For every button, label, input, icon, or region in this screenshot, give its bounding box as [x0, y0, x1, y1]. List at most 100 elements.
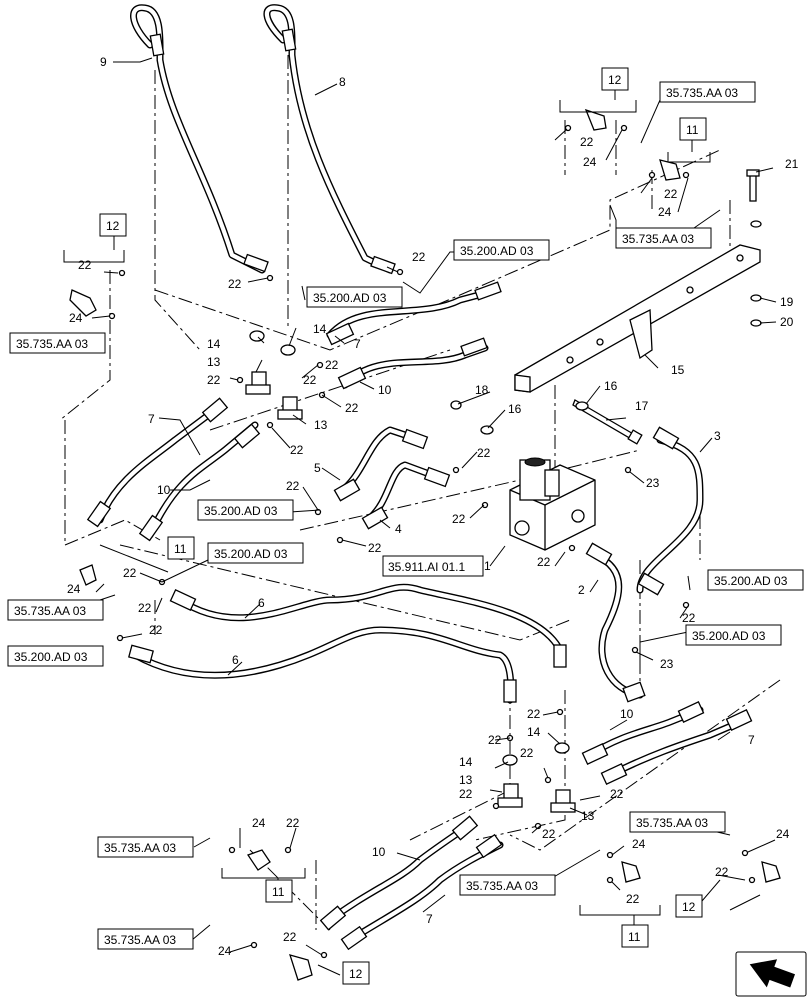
label-22: 22: [325, 358, 339, 372]
part-labels: 9 8 22 22 22 24 14 14 13 22 22 22 7 10 2…: [67, 55, 799, 958]
label-24: 24: [252, 816, 266, 830]
svg-text:35.735.AA 03: 35.735.AA 03: [104, 933, 176, 947]
svg-text:12: 12: [682, 900, 696, 914]
hose-5: [333, 426, 429, 502]
ref-aa03-bottom-left[interactable]: 35.735.AA 03: [97, 836, 194, 858]
label-22: 22: [207, 373, 221, 387]
label-9: 9: [100, 55, 107, 69]
washer-18: [450, 400, 462, 410]
svg-text:35.200.AD 03: 35.200.AD 03: [14, 650, 88, 664]
hose-3: [636, 426, 704, 596]
label-21: 21: [785, 157, 799, 171]
group-11-box-mid: 11: [167, 536, 195, 560]
group-12-box-bottom-left: 12: [342, 961, 370, 985]
next-page-arrow-icon[interactable]: [735, 951, 807, 997]
label-17: 17: [635, 399, 649, 413]
label-14: 14: [313, 322, 327, 336]
svg-text:35.735.AA 03: 35.735.AA 03: [104, 841, 176, 855]
label-22: 22: [290, 443, 304, 457]
svg-text:35.200.AD 03: 35.200.AD 03: [313, 291, 387, 305]
ref-ad03-right-2[interactable]: 35.200.AD 03: [685, 624, 782, 646]
label-10: 10: [157, 483, 171, 497]
label-22: 22: [626, 892, 640, 906]
group-brackets: [63, 85, 761, 976]
ref-aa03-bottom-center[interactable]: 35.735.AA 03: [459, 874, 556, 896]
label-22: 22: [286, 479, 300, 493]
tee-fitting-13-lower-right: [550, 789, 576, 813]
ref-ad03-lower-left[interactable]: 35.200.AD 03: [7, 645, 104, 667]
group-11-box-bottom-left: 11: [265, 879, 293, 903]
label-14: 14: [207, 337, 221, 351]
hose-4: [361, 461, 451, 530]
ref-aa03-top-right[interactable]: 35.735.AA 03: [615, 227, 712, 249]
ref-aa03-bottom-far-left[interactable]: 35.735.AA 03: [97, 928, 194, 950]
group-11-box-top: 11: [679, 117, 707, 141]
label-7: 7: [148, 412, 155, 426]
svg-text:11: 11: [628, 930, 641, 944]
hose-6-upper: [169, 583, 567, 668]
ref-ad03-mid[interactable]: 35.200.AD 03: [207, 542, 304, 564]
ref-ad03-upper-2[interactable]: 35.200.AD 03: [306, 286, 403, 308]
label-22: 22: [123, 566, 137, 580]
label-22: 22: [138, 601, 152, 615]
label-1: 1: [484, 559, 491, 573]
label-13: 13: [314, 418, 328, 432]
label-22: 22: [286, 816, 300, 830]
hose-7-upper: [325, 281, 502, 346]
label-22: 22: [149, 623, 163, 637]
hose-2: [585, 542, 646, 703]
label-23: 23: [646, 476, 660, 490]
label-22: 22: [580, 135, 594, 149]
svg-text:35.200.AD 03: 35.200.AD 03: [460, 244, 534, 258]
hose-10-right: [581, 701, 705, 765]
label-16: 16: [508, 402, 522, 416]
label-24: 24: [658, 205, 672, 219]
label-24: 24: [67, 582, 81, 596]
ref-aa03-bottom-right[interactable]: 35.735.AA 03: [629, 811, 726, 833]
svg-text:35.911.AI 01.1: 35.911.AI 01.1: [388, 560, 466, 574]
bolt-21: [746, 169, 762, 327]
valve-block-1: [509, 457, 596, 551]
o-rings: [108, 124, 756, 959]
label-24: 24: [583, 155, 597, 169]
label-24: 24: [218, 944, 232, 958]
label-22: 22: [715, 865, 729, 879]
ref-ad03-upper[interactable]: 35.200.AD 03: [453, 239, 550, 261]
svg-text:12: 12: [608, 73, 622, 87]
label-22: 22: [664, 187, 678, 201]
label-22: 22: [682, 611, 696, 625]
tee-fitting-13-lower-left: [497, 783, 523, 808]
svg-text:12: 12: [106, 219, 120, 233]
ref-aa03-mid-left[interactable]: 35.735.AA 03: [7, 599, 104, 621]
label-22: 22: [412, 250, 426, 264]
label-24: 24: [776, 827, 790, 841]
label-8: 8: [339, 75, 346, 89]
svg-text:35.735.AA 03: 35.735.AA 03: [622, 232, 694, 246]
label-22: 22: [345, 401, 359, 415]
ref-ai01-valve[interactable]: 35.911.AI 01.1: [382, 555, 484, 577]
ref-ad03-right-1[interactable]: 35.200.AD 03: [707, 569, 804, 591]
ref-aa03-left[interactable]: 35.735.AA 03: [9, 332, 106, 354]
ref-ad03-mid-left[interactable]: 35.200.AD 03: [197, 499, 294, 521]
label-14: 14: [459, 755, 473, 769]
tee-fitting-13-upper-left: [245, 371, 271, 395]
bolt-17: [572, 399, 643, 445]
hose-8: [263, 4, 396, 275]
label-13: 13: [459, 773, 473, 787]
label-22: 22: [283, 930, 297, 944]
label-24: 24: [69, 311, 83, 325]
label-5: 5: [314, 461, 321, 475]
label-24: 24: [632, 837, 646, 851]
label-22: 22: [520, 746, 534, 760]
svg-text:11: 11: [174, 542, 187, 556]
ref-aa03-top[interactable]: 35.735.AA 03: [659, 81, 756, 103]
hose-10-left: [138, 421, 261, 542]
mounting-bracket-15: [514, 244, 761, 393]
svg-text:35.200.AD 03: 35.200.AD 03: [692, 629, 766, 643]
svg-text:11: 11: [686, 123, 699, 137]
label-22: 22: [610, 787, 624, 801]
svg-text:12: 12: [349, 967, 363, 981]
svg-text:35.735.AA 03: 35.735.AA 03: [636, 816, 708, 830]
label-16: 16: [604, 379, 618, 393]
